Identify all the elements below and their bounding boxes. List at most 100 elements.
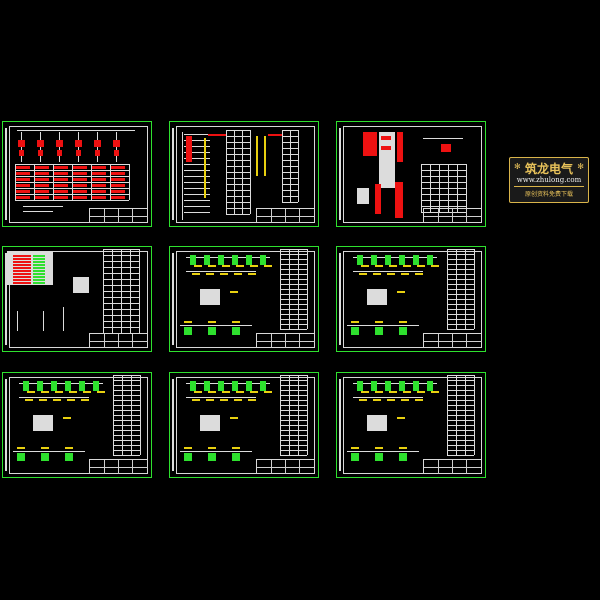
feeder-breaker xyxy=(357,255,363,265)
switchgear-sheet[interactable] xyxy=(2,121,152,227)
table-rule xyxy=(226,136,250,137)
table-rule xyxy=(280,289,307,290)
title-block xyxy=(423,333,482,348)
table-rule xyxy=(421,164,422,212)
table-rule xyxy=(226,178,250,179)
feeder-label xyxy=(250,391,258,393)
table-rule xyxy=(447,259,474,260)
table-rule xyxy=(280,395,307,396)
panel-box xyxy=(200,289,220,305)
ct-symbol xyxy=(38,150,43,156)
title-block xyxy=(256,459,315,474)
feeder-breaker xyxy=(190,381,196,391)
sheet-border xyxy=(343,126,482,223)
table-rule xyxy=(447,400,474,401)
table-rule xyxy=(280,375,307,376)
wiring-row xyxy=(184,134,210,135)
data-cell xyxy=(91,190,106,193)
logo-site: www.zhulong.com xyxy=(516,176,582,184)
table-rule xyxy=(474,249,475,329)
distribution-sheet[interactable] xyxy=(336,246,486,352)
zhulong-logo[interactable]: ✻ ✻ 筑龙电气 www.zhulong.com 原创资料免费下载 xyxy=(509,157,589,203)
table-rule xyxy=(121,249,122,333)
feeder-label xyxy=(403,265,411,267)
table-rule xyxy=(447,274,474,275)
table-rule xyxy=(113,445,140,446)
feeder-label xyxy=(415,399,423,401)
data-cell xyxy=(34,166,49,169)
wiring-row xyxy=(184,158,210,159)
feeder-label xyxy=(184,321,192,323)
feeder-label xyxy=(208,447,216,449)
feeder-label xyxy=(361,265,369,267)
table-rule xyxy=(447,420,474,421)
lower-bus xyxy=(13,451,85,452)
feeder-label xyxy=(373,273,381,275)
feeder-breaker xyxy=(41,453,49,461)
feeder-label xyxy=(63,417,71,419)
table-rule xyxy=(280,254,307,255)
feeder-breaker xyxy=(17,453,25,461)
schedule-row xyxy=(13,282,31,284)
data-cell xyxy=(15,196,30,199)
feeder-label xyxy=(192,273,200,275)
table-rule xyxy=(280,415,307,416)
feeder-label xyxy=(236,391,244,393)
wiring-sheet[interactable] xyxy=(169,121,319,227)
data-cell xyxy=(110,196,125,199)
feeder-label xyxy=(387,399,395,401)
schedule-row xyxy=(13,255,31,257)
panel-block xyxy=(395,182,403,218)
feeder-label xyxy=(401,399,409,401)
feeder-breaker xyxy=(218,255,224,265)
feeder-line xyxy=(21,132,22,162)
distribution-sheet[interactable] xyxy=(2,372,152,478)
header-mark xyxy=(268,134,282,136)
sheet-margin xyxy=(5,379,7,471)
feeder-label xyxy=(248,399,256,401)
table-rule xyxy=(130,249,131,333)
title-block xyxy=(89,208,148,223)
table-rule xyxy=(447,289,474,290)
feeder-label xyxy=(222,265,230,267)
ct-symbol xyxy=(95,150,100,156)
logo-divider xyxy=(514,186,584,187)
title-block xyxy=(256,333,315,348)
table-rule xyxy=(226,130,227,214)
table-rule xyxy=(447,299,474,300)
feeder-breaker xyxy=(37,381,43,391)
panel-detail-sheet[interactable] xyxy=(336,121,486,227)
wiring-row xyxy=(184,170,210,171)
title-block xyxy=(89,333,148,348)
feeder-line xyxy=(97,132,98,162)
feeder-breaker xyxy=(385,255,391,265)
feeder-breaker xyxy=(23,381,29,391)
sheet-border xyxy=(9,377,148,474)
distribution-sheet[interactable] xyxy=(336,372,486,478)
ct-symbol xyxy=(76,150,81,156)
feeder-line xyxy=(78,132,79,162)
schedule-sheet[interactable] xyxy=(2,246,152,352)
data-cell xyxy=(72,178,87,181)
table-rule xyxy=(430,164,431,212)
table-rule xyxy=(113,375,114,455)
table-rule xyxy=(280,264,307,265)
data-cell xyxy=(34,184,49,187)
lower-bus xyxy=(180,451,252,452)
busbar xyxy=(186,383,270,384)
schedule-row xyxy=(13,258,31,260)
table-rule xyxy=(280,284,307,285)
feeder-breaker xyxy=(399,453,407,461)
busbar xyxy=(353,257,437,258)
distribution-sheet[interactable] xyxy=(169,372,319,478)
feeder-label xyxy=(97,391,105,393)
table-rule xyxy=(456,249,457,329)
distribution-sheet[interactable] xyxy=(169,246,319,352)
data-cell xyxy=(15,166,30,169)
star-icon: ✻ xyxy=(577,162,584,171)
busbar xyxy=(186,257,270,258)
frame-line xyxy=(182,132,183,220)
feeder-line xyxy=(59,132,60,162)
feeder-label xyxy=(389,391,397,393)
table-rule xyxy=(113,380,140,381)
